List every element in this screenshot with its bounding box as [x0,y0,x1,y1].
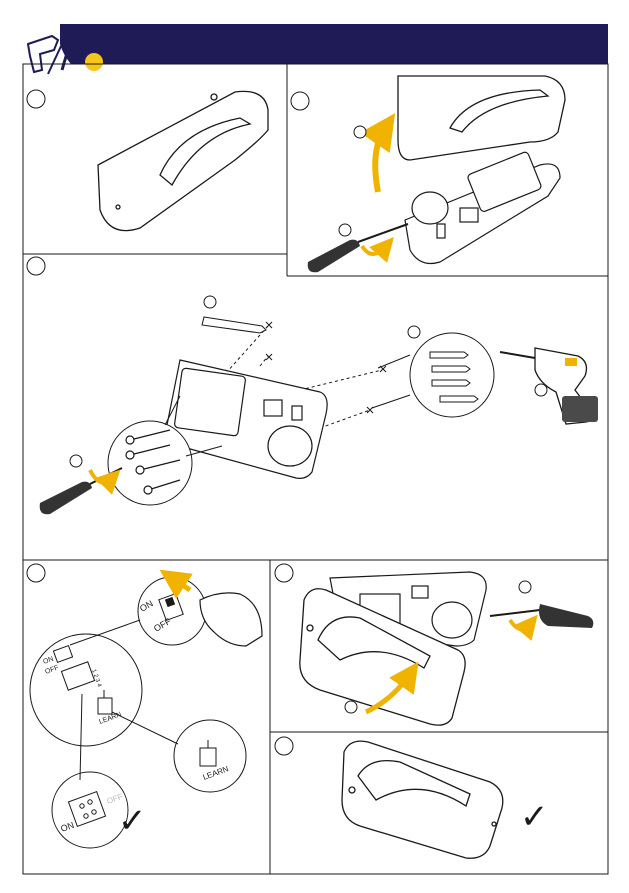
switch-zoom-learn [112,712,246,792]
step-3b-marker [408,326,420,338]
step-2b-marker [339,224,351,236]
step-2a-marker [354,126,366,138]
housing-closed-1 [98,91,268,230]
header-bar [23,24,608,76]
turn-arrow-5 [510,620,530,629]
turn-arrow-2 [362,246,386,254]
pencil [202,317,266,333]
step-3a-marker [204,296,216,308]
step-5b-marker [519,581,531,593]
step-3d-marker [70,455,82,467]
checkmark-icon-2: ✓ [520,798,549,836]
screwdriver-2 [308,224,408,272]
cover-lifted [398,76,565,160]
step-5a-marker [345,701,357,713]
finger [200,593,262,646]
step-marker-1 [27,90,45,108]
step-marker-4 [27,564,45,582]
base-plate-2 [405,151,560,263]
step-marker-6 [275,737,293,755]
step-marker-3 [27,257,45,275]
lift-arrow [375,128,385,192]
checkmark-icon-1: ✓ [118,802,147,840]
switch-zoom-main [30,634,142,746]
step-3c-marker [535,384,547,396]
housing-closed-6 [342,741,503,858]
screwdriver-5 [490,604,593,628]
wall-plugs-zoom [372,333,494,417]
power-drill [500,348,598,424]
screwdriver-3 [40,468,122,514]
step-marker-5 [275,564,293,582]
step-marker-2 [291,92,309,110]
dot-icon [85,53,103,71]
